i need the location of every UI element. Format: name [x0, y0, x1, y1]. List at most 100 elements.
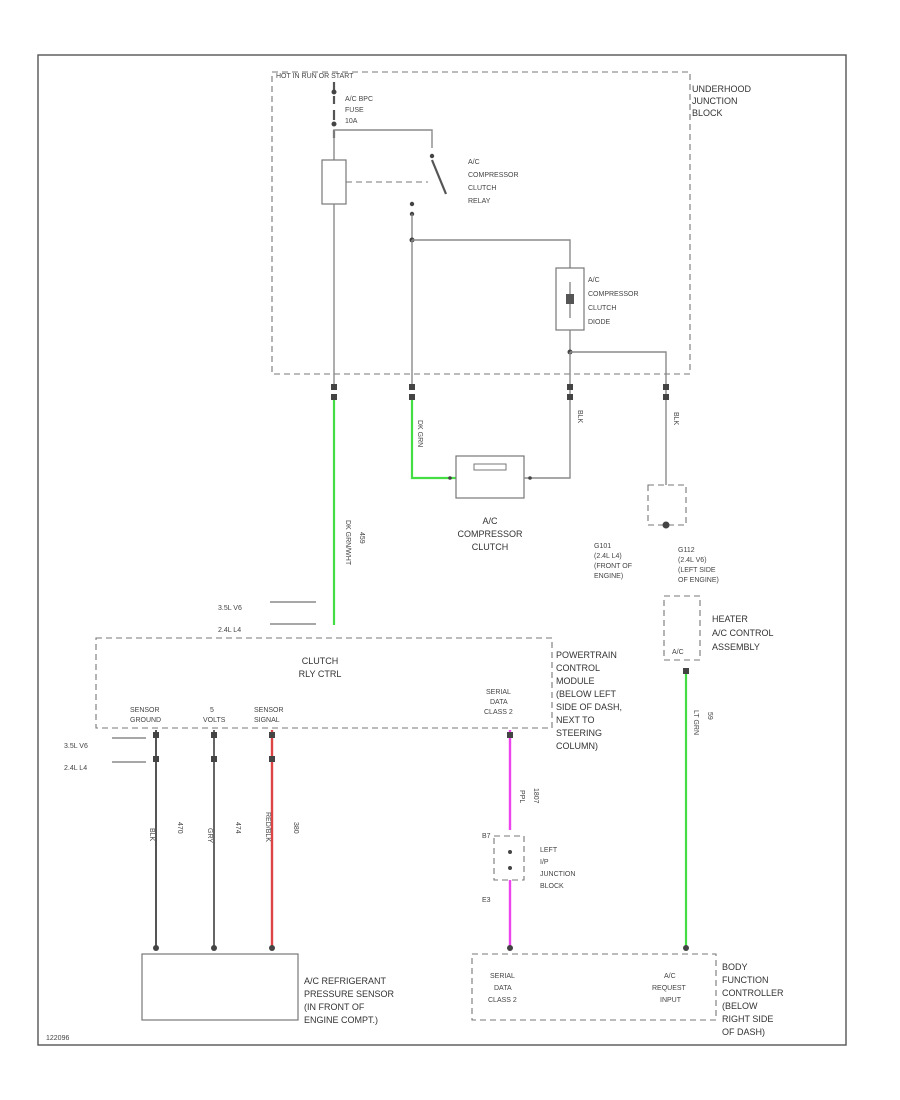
wire-label-sensor-gnd: BLK	[148, 828, 155, 842]
bcm-name-2: FUNCTION	[722, 975, 769, 985]
fuse-label-3: 10A	[345, 118, 358, 125]
diode-label-2: COMPRESSOR	[588, 291, 639, 298]
wire-label-59: 59	[706, 712, 713, 720]
splice-bot-conn: E3	[482, 897, 491, 904]
ground-g1-l1: G101	[594, 543, 611, 550]
ground-g2-l4: OF ENGINE)	[678, 577, 719, 584]
splice-label-2: I/P	[540, 859, 549, 866]
pcm-name-2: CONTROL	[556, 663, 600, 673]
splice-label-4: BLOCK	[540, 883, 564, 890]
ground-g1-l2: (2.4L L4)	[594, 553, 622, 560]
sensor-label-3: (IN FRONT OF	[304, 1002, 365, 1012]
wire-label-redblk: RED/BLK	[264, 812, 271, 842]
underhood-name-2: JUNCTION	[692, 96, 738, 106]
bcm-name-5: RIGHT SIDE	[722, 1014, 773, 1024]
diode-feed-wire	[412, 239, 571, 268]
ac-compressor-clutch	[448, 455, 571, 499]
bcm-name-4: (BELOW	[722, 1001, 758, 1011]
pcm-pin1-l2: GROUND	[130, 717, 161, 724]
pcm-pin2-l2: VOLTS	[203, 717, 226, 724]
heater-label-2: A/C CONTROL	[712, 628, 774, 638]
diagram-frame	[37, 54, 847, 1046]
underhood-name-1: UNDERHOOD	[692, 84, 752, 94]
wire-label-ltgrn: LT GRN	[692, 710, 699, 735]
pcm-name-6: NEXT TO	[556, 715, 595, 725]
ground-g1-l3: (FRONT OF	[594, 563, 632, 570]
bcm-pin2-l2: REQUEST	[652, 985, 687, 992]
bcm-name-1: BODY	[722, 962, 748, 972]
wire-label-ppl: PPL	[518, 790, 525, 803]
heater-label-3: ASSEMBLY	[712, 642, 760, 652]
variant-v6-upper: 3.5L V6	[218, 605, 242, 612]
ground-g101-g112	[647, 484, 687, 529]
wire-label-dkgrnwht: DK GRN/WHT	[344, 520, 351, 566]
clutch-label-3: CLUTCH	[472, 542, 509, 552]
relay-label-3: CLUTCH	[468, 185, 496, 192]
fuse-label-2: FUSE	[345, 107, 364, 114]
relay-label-1: A/C	[468, 159, 480, 166]
pcm-clutch-label-2: RLY CTRL	[299, 669, 342, 679]
diode-label-1: A/C	[588, 277, 600, 284]
relay-label-2: COMPRESSOR	[468, 172, 519, 179]
bcm-pin1-l2: DATA	[494, 985, 512, 992]
wire-label-diode-blk: BLK	[576, 410, 583, 424]
pcm-name-8: COLUMN)	[556, 741, 598, 751]
relay-switch-contact	[430, 159, 448, 195]
pcm-name-5: SIDE OF DASH,	[556, 702, 622, 712]
sensor-label-4: ENGINE COMPT.)	[304, 1015, 378, 1025]
bcm-pin1-l1: SERIAL	[490, 973, 515, 980]
pcm-name-7: STEERING	[556, 728, 602, 738]
bcm-name-3: CONTROLLER	[722, 988, 784, 998]
ground-g1-l4: ENGINE)	[594, 573, 623, 580]
pcm-pin3-l2: SIGNAL	[254, 717, 280, 724]
diode-label-3: CLUTCH	[588, 305, 616, 312]
bcm-pin1-l3: CLASS 2	[488, 997, 517, 1004]
diode-label-4: DIODE	[588, 319, 611, 326]
splice-top-conn: B7	[482, 833, 491, 840]
wire-label-heater-blk: BLK	[672, 412, 679, 426]
variant-v6-lower: 3.5L V6	[64, 743, 88, 750]
pcm-pin4-l2: DATA	[490, 699, 508, 706]
wire-label-dkgrn: DK GRN	[416, 420, 423, 447]
ac-compressor-clutch-diode	[555, 267, 585, 355]
wire-label-470: 470	[176, 822, 183, 834]
sensor-label-1: A/C REFRIGERANT	[304, 976, 387, 986]
pcm-name-1: POWERTRAIN	[556, 650, 617, 660]
clutch-label-2: COMPRESSOR	[457, 529, 523, 539]
powertrain-control-module	[95, 637, 553, 729]
ac-refrigerant-pressure-sensor	[141, 953, 299, 1021]
left-ip-junction-block	[493, 835, 525, 881]
ac-compressor-clutch-relay	[321, 129, 448, 225]
pcm-pin4-l3: CLASS 2	[484, 709, 513, 716]
variant-l4-lower: 2.4L L4	[64, 765, 87, 772]
ground-g2-l2: (2.4L V6)	[678, 557, 707, 564]
ground-g2-l1: G112	[678, 547, 695, 554]
underhood-power-header: HOT IN RUN OR START	[276, 73, 354, 80]
splice-label-3: JUNCTION	[540, 871, 575, 878]
diode-to-ground-internal	[570, 351, 667, 374]
ac-bpc-fuse	[331, 82, 337, 138]
green-wire-clutch-feed	[410, 400, 456, 480]
splice-label-1: LEFT	[540, 847, 558, 854]
relay-coil	[321, 159, 347, 205]
fuse-label-1: A/C BPC	[345, 96, 373, 103]
pcm-pin4-l1: SERIAL	[486, 689, 511, 696]
underhood-name-3: BLOCK	[692, 108, 723, 118]
variant-l4-upper: 2.4L L4	[218, 627, 241, 634]
wire-label-474: 474	[234, 822, 241, 834]
pcm-pin2-l1: 5	[210, 707, 214, 714]
sensor-label-2: PRESSURE SENSOR	[304, 989, 395, 999]
ground-g2-l3: (LEFT SIDE	[678, 567, 716, 574]
diagram-id: 122096	[46, 1035, 69, 1042]
wire-label-380: 380	[292, 822, 299, 834]
wire-label-1807: 1807	[532, 788, 539, 804]
clutch-label-1: A/C	[482, 516, 498, 526]
pcm-pin3-l1: SENSOR	[254, 707, 284, 714]
bcm-pin2-l1: A/C	[664, 973, 676, 980]
wire-label-gry: GRY	[206, 828, 213, 843]
bcm-pin2-l3: INPUT	[660, 997, 682, 1004]
pcm-pin1-l1: SENSOR	[130, 707, 160, 714]
body-function-controller	[471, 953, 717, 1021]
wire-label-459: 459	[358, 532, 365, 544]
